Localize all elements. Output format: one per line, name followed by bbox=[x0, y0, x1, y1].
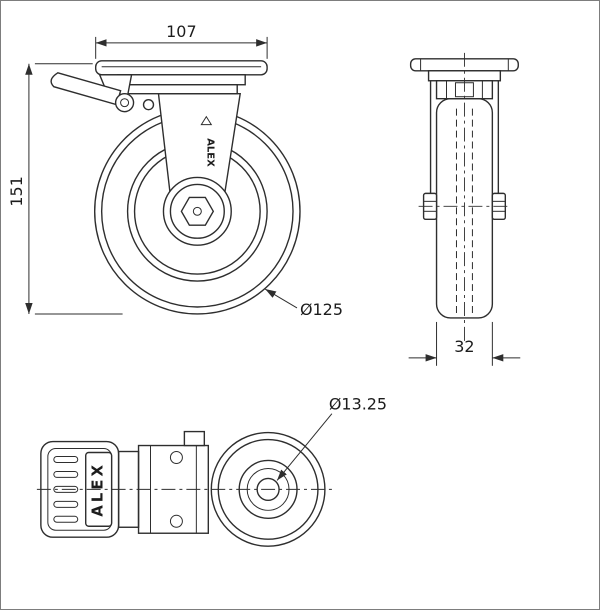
leader-line bbox=[264, 288, 298, 309]
brand-label-fork: ALEX bbox=[204, 138, 215, 167]
swivel-raceway-upper bbox=[116, 74, 246, 86]
dim-bolt-hole: Ø13.25 bbox=[276, 395, 387, 481]
pedal-grip-slot bbox=[53, 470, 79, 478]
axle-hex-nut bbox=[180, 196, 215, 226]
dim-wheel-diameter: Ø125 bbox=[264, 288, 343, 319]
pedal-grip-slot bbox=[53, 515, 79, 523]
fork-bracket-plan bbox=[117, 430, 210, 534]
bolt-hole bbox=[169, 451, 183, 464]
brake-lever bbox=[50, 72, 155, 113]
pedal-grip-slot bbox=[53, 500, 79, 508]
dim-plate-width: 107 bbox=[95, 22, 268, 59]
fork-brand-logo: ALEX bbox=[200, 115, 215, 167]
dim-wheel-width: 32 bbox=[408, 321, 521, 366]
side-view: 32 bbox=[408, 52, 521, 366]
mounting-plate bbox=[94, 60, 268, 76]
logo-arrow-icon bbox=[200, 115, 213, 126]
dim-text-wheel-diameter: Ø125 bbox=[300, 300, 343, 319]
dim-text-overall-height: 151 bbox=[7, 176, 26, 206]
hub-front bbox=[162, 176, 232, 246]
bracket-tab bbox=[183, 430, 206, 447]
dim-text-bolt-hole: Ø13.25 bbox=[329, 395, 387, 414]
brake-pivot-outer bbox=[114, 93, 135, 113]
dim-text-plate-width: 107 bbox=[166, 22, 196, 41]
brake-pin bbox=[142, 98, 155, 111]
front-view: ALEX 107 151 Ø125 bbox=[7, 22, 343, 319]
dim-overall-height: 151 bbox=[7, 63, 123, 315]
dim-text-wheel-width: 32 bbox=[454, 337, 474, 356]
swivel-raceway-lower bbox=[124, 84, 238, 95]
pedal-grip-slot bbox=[53, 455, 79, 463]
bolt-hole bbox=[169, 514, 183, 528]
brake-pivot-inner bbox=[120, 98, 130, 108]
axle-center bbox=[192, 206, 202, 216]
pedal-grip-slot bbox=[53, 485, 79, 493]
bottom-view: ALEX Ø13.25 bbox=[36, 395, 387, 547]
leader-line bbox=[276, 413, 333, 481]
brake-arm bbox=[50, 72, 122, 106]
